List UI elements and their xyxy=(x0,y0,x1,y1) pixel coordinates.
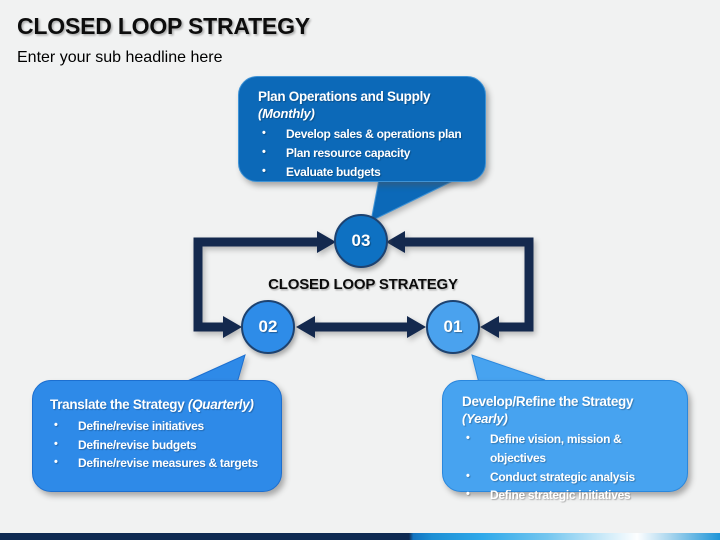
callout-bullet-list: • Define vision, mission & objectives • … xyxy=(462,430,675,505)
bullet-item: • Define vision, mission & objectives xyxy=(462,430,675,467)
bullet-icon: • xyxy=(54,437,58,450)
bullet-text: Define/revise initiatives xyxy=(78,418,204,433)
slide-footer-bar xyxy=(0,533,720,540)
callout-bullet-list: • Define/revise initiatives • Define/rev… xyxy=(50,417,269,473)
callout-translate-strategy: Translate the Strategy (Quarterly) • Def… xyxy=(32,380,282,492)
bullet-text: Conduct strategic analysis xyxy=(490,469,635,484)
callout-title-text: Translate the Strategy xyxy=(50,397,185,412)
callout-period: (Yearly) xyxy=(462,410,508,426)
loop-path xyxy=(193,237,534,332)
arrow-into-03-right-icon xyxy=(386,231,405,253)
arrow-into-02-right-icon xyxy=(296,316,315,338)
node-01: 01 xyxy=(426,300,480,354)
bullet-text: Develop sales & operations plan xyxy=(286,127,462,142)
node-03-label: 03 xyxy=(351,231,371,250)
bullet-icon: • xyxy=(466,488,470,501)
callout-bottom-right-tail xyxy=(471,354,546,384)
callout-title: Translate the Strategy (Quarterly) xyxy=(50,397,269,414)
bullet-item: • Plan resource capacity xyxy=(258,144,471,163)
callout-bottom-left-tail xyxy=(182,354,246,384)
bullet-text: Define strategic initiatives xyxy=(490,488,631,503)
bullet-item: • Evaluate budgets xyxy=(258,163,471,182)
bullet-text: Define/revise budgets xyxy=(78,437,197,452)
callout-plan-operations: Plan Operations and Supply (Monthly) • D… xyxy=(238,76,486,182)
bullet-item: • Define/revise measures & targets xyxy=(50,454,269,473)
bullet-icon: • xyxy=(466,469,470,482)
bullet-text: Define vision, mission & objectives xyxy=(490,432,622,465)
node-02: 02 xyxy=(241,300,295,354)
loop-arrowheads xyxy=(223,231,499,338)
bullet-icon: • xyxy=(262,164,266,177)
arrow-into-01-left-icon xyxy=(407,316,426,338)
callout-develop-refine-strategy: Develop/Refine the Strategy (Yearly) • D… xyxy=(442,380,688,502)
bullet-item: • Define/revise initiatives xyxy=(50,417,269,436)
loop-center-label: CLOSED LOOP STRATEGY xyxy=(268,276,458,293)
node-02-label: 02 xyxy=(258,317,278,336)
bullet-item: • Develop sales & operations plan xyxy=(258,125,471,144)
page-title: CLOSED LOOP STRATEGY xyxy=(17,13,310,39)
callout-title: Plan Operations and Supply xyxy=(258,89,431,104)
arrow-into-01-right-icon xyxy=(480,316,499,338)
callout-period: (Quarterly) xyxy=(187,397,254,412)
callout-bullet-list: • Develop sales & operations plan • Plan… xyxy=(258,125,471,181)
arrow-into-03-left-icon xyxy=(317,231,336,253)
node-01-label: 01 xyxy=(443,317,463,336)
callout-period: (Monthly) xyxy=(258,105,315,121)
bullet-item: • Conduct strategic analysis xyxy=(462,468,675,487)
bullet-item: • Define/revise budgets xyxy=(50,436,269,455)
bullet-text: Evaluate budgets xyxy=(286,164,381,179)
bullet-icon: • xyxy=(466,432,470,445)
page-subtitle: Enter your sub headline here xyxy=(17,49,223,66)
bullet-icon: • xyxy=(262,127,266,140)
arrow-into-02-left-icon xyxy=(223,316,242,338)
bullet-icon: • xyxy=(262,145,266,158)
node-03: 03 xyxy=(334,214,388,268)
bullet-text: Plan resource capacity xyxy=(286,145,411,160)
bullet-icon: • xyxy=(54,418,58,431)
bullet-icon: • xyxy=(54,456,58,469)
bullet-text: Define/revise measures & targets xyxy=(78,456,258,471)
callout-title: Develop/Refine the Strategy xyxy=(462,394,634,409)
bullet-item: • Define strategic initiatives xyxy=(462,486,675,505)
